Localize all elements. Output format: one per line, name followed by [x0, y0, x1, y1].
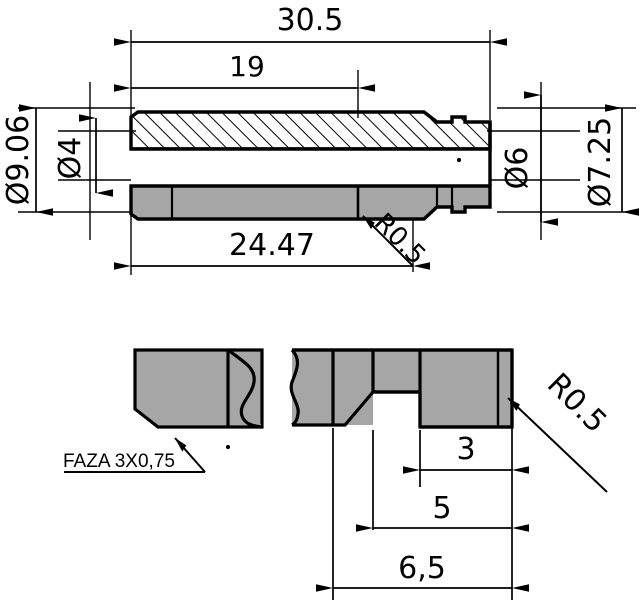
dimension-bore-diameter: Ø4 — [53, 114, 113, 197]
dimension-value-19: 19 — [229, 50, 265, 83]
detail-extension-lines — [332, 428, 513, 600]
chamfer-note-leader — [64, 437, 206, 473]
dimension-shoulder-diameter: Ø7.25 — [583, 104, 639, 216]
dimension-value-6-5: 6,5 — [398, 551, 446, 586]
dimension-value-d4: Ø4 — [53, 137, 88, 180]
solid-lower-half — [129, 184, 492, 221]
dimension-end-length: 6,5 — [316, 551, 529, 592]
radius-callout-lower: R0.5 — [507, 367, 613, 493]
dimension-step-length: 5 — [356, 491, 529, 532]
dimension-overall-length: 30.5 — [114, 3, 507, 46]
dimension-value-30-5: 30.5 — [277, 3, 344, 38]
detail-reference-dot — [225, 444, 231, 450]
sectioned-upper-half — [129, 110, 492, 151]
chamfer-note-text: FAZA 3X0,75 — [63, 451, 175, 472]
dimension-value-5: 5 — [432, 491, 451, 526]
dimension-groove-width: 3 — [403, 432, 529, 474]
main-sectional-view: 30.5 19 24.47 Ø9.06 Ø4 Ø6 — [1, 3, 639, 275]
detail-view-right-step: 3 5 6,5 R0.5 — [289, 348, 613, 600]
dimension-value-d7-25: Ø7.25 — [583, 117, 618, 207]
dimension-value-d9-06: Ø9.06 — [1, 115, 36, 205]
dimension-body-length: 24.47 — [114, 228, 430, 270]
bore-region — [131, 122, 492, 186]
reference-point-dot — [456, 157, 462, 163]
dimension-value-24-47: 24.47 — [229, 228, 315, 263]
detail-view-left-chamfer: FAZA 3X0,75 — [63, 348, 264, 473]
dimension-value-d6: Ø6 — [500, 147, 535, 190]
dimension-value-3: 3 — [456, 432, 475, 467]
dimension-outer-diameter: Ø9.06 — [1, 104, 53, 216]
dimension-value-r0-5-lower: R0.5 — [540, 367, 613, 440]
dimension-inner-length: 19 — [114, 50, 375, 92]
dimension-step-diameter: Ø6 — [500, 91, 558, 226]
